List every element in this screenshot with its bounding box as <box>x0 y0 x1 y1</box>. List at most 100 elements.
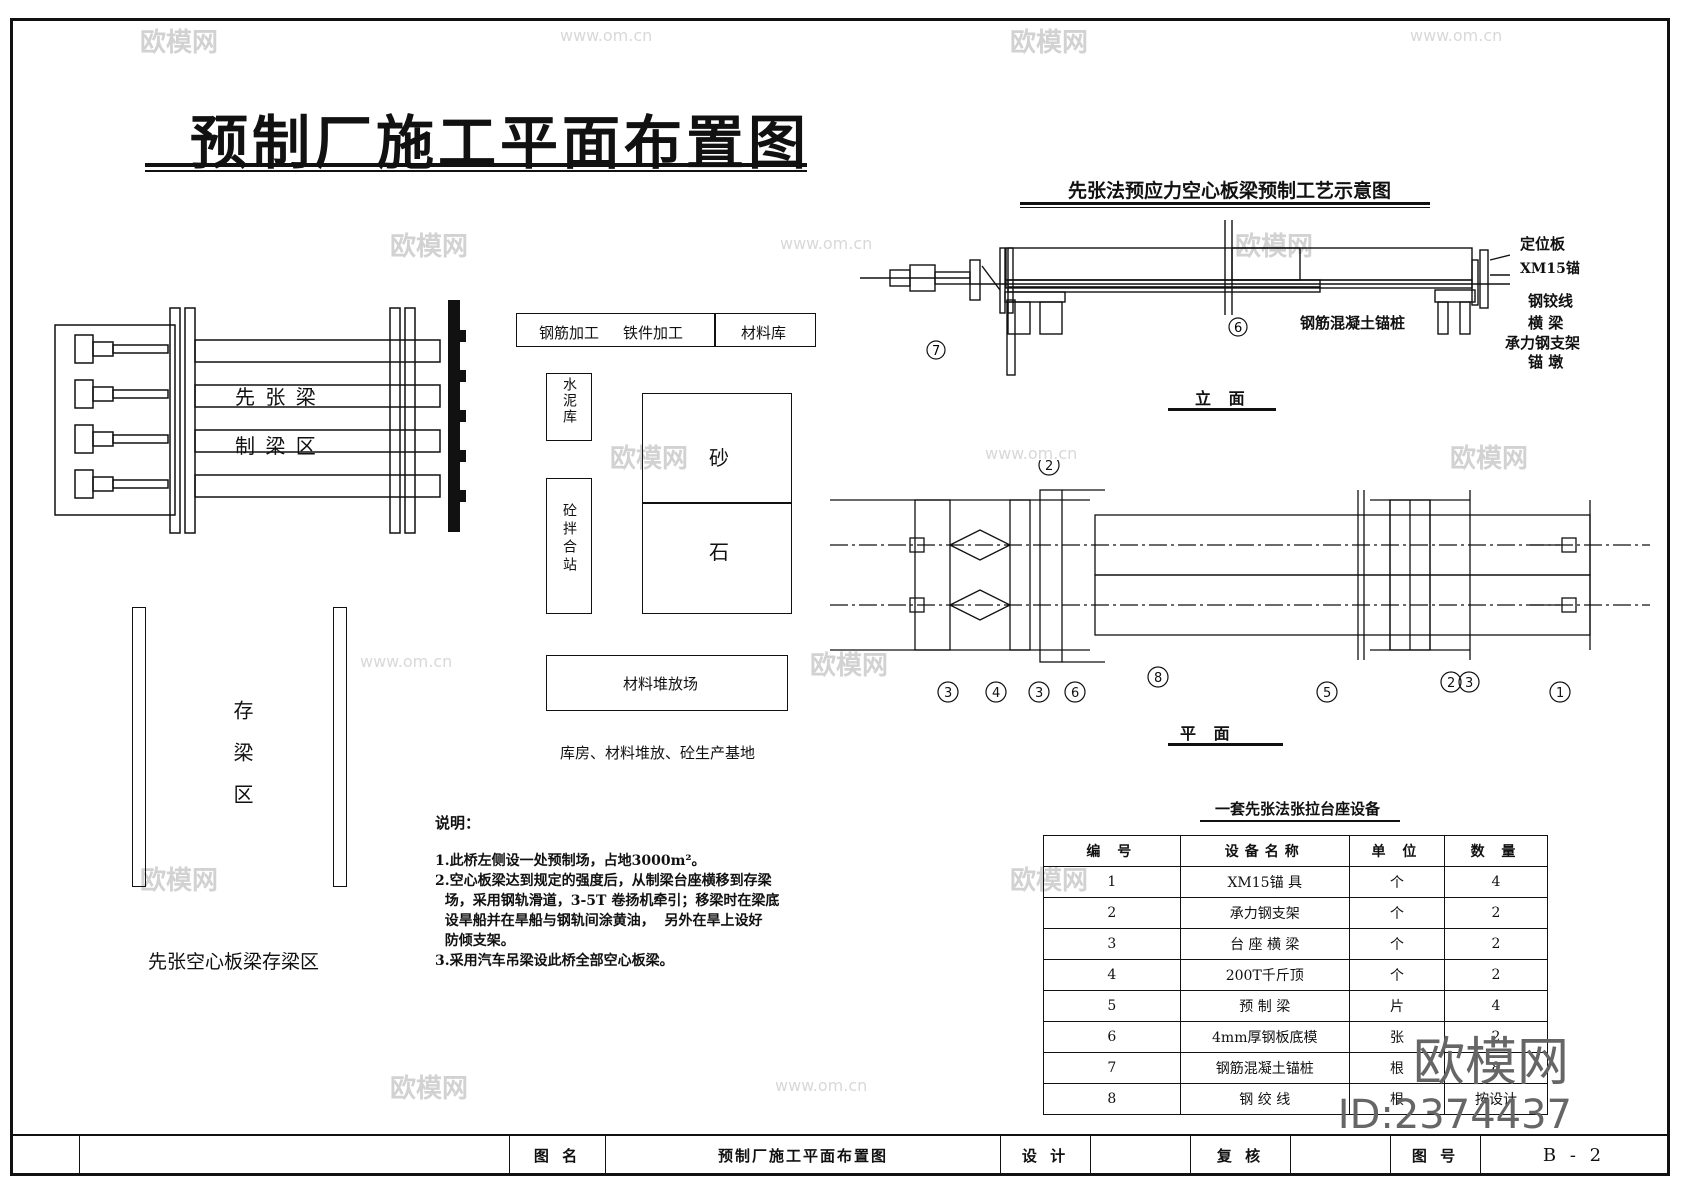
storage-rail-left <box>132 607 146 887</box>
cell: 个 <box>1348 866 1446 898</box>
hollow-slab-left <box>1005 247 1301 281</box>
cell: 2 <box>1043 897 1181 929</box>
cell: 台 座 横 梁 <box>1179 928 1350 960</box>
pretension-zone-label-2: 制 梁 区 <box>235 434 318 458</box>
crossbeam-right <box>389 307 401 534</box>
cell: 1 <box>1043 866 1181 898</box>
cell: 个 <box>1348 959 1446 991</box>
notes-line-6: 3.采用汽车吊梁设此桥全部空心板梁。 <box>435 953 674 969</box>
cell: 根 <box>1348 1083 1446 1115</box>
cement-store-label: 水泥库 <box>561 377 577 425</box>
drawing-frame <box>10 18 1670 1176</box>
cell: 个 <box>1348 928 1446 960</box>
watermark-brand: 欧模网 <box>140 866 219 896</box>
watermark-url: www.om.cn <box>360 652 453 671</box>
cell: 预 制 梁 <box>1179 990 1350 1022</box>
equipment-title: 一套先张法张拉台座设备 <box>1215 800 1381 818</box>
beam-line-2 <box>194 384 441 408</box>
plan-marker: 3 <box>1035 686 1043 701</box>
cell: 片 <box>1348 990 1446 1022</box>
elevation-view-label: 立 面 <box>1195 389 1251 408</box>
cell: 2 <box>1444 959 1548 991</box>
cell: 4 <box>1444 990 1548 1022</box>
notes-line-2: 2.空心板梁达到规定的强度后，从制梁台座横移到存梁 <box>435 873 772 889</box>
beam-line-3 <box>194 429 441 453</box>
positioning-plate <box>1479 249 1489 309</box>
process-title-underline <box>1020 202 1430 205</box>
header-cell: 设备名称 <box>1179 835 1350 867</box>
cement-store: 水泥库 <box>546 373 592 441</box>
elevation-marker-6: 6 <box>1234 321 1242 336</box>
cell: 6 <box>1043 1021 1181 1053</box>
watermark-url: www.om.cn <box>775 1076 868 1095</box>
label-xm15-anchor: XM15锚 <box>1520 261 1580 277</box>
stone-label: 石 <box>709 540 729 564</box>
notes-heading: 说明： <box>435 814 481 832</box>
storage-zone-caption: 先张空心板梁存梁区 <box>148 951 320 973</box>
plan-marker: 3 <box>1465 676 1473 691</box>
notes-line-3: 场，采用钢轨滑道，3-5T 卷扬机牵引；移梁时在梁底 <box>435 893 780 909</box>
watermark-brand: 欧模网 <box>390 1074 469 1104</box>
cell: 按设计 <box>1444 1083 1548 1115</box>
process-title: 先张法预应力空心板梁预制工艺示意图 <box>1068 180 1392 202</box>
plan-slab-1 <box>1094 514 1591 576</box>
label-strand: 钢铰线 <box>1528 292 1574 310</box>
main-title: 预制厂施工平面布置图 <box>190 109 811 177</box>
processing-shed: 钢筋加工 铁件加工 材料库 <box>516 312 816 347</box>
cell: 4 <box>1043 959 1181 991</box>
material-yard: 材料堆放场 <box>546 655 788 711</box>
beam-line-1 <box>194 339 441 363</box>
cell: 4mm厚钢板底模 <box>1179 1021 1350 1053</box>
design-label: 设 计 <box>1000 1136 1090 1175</box>
plan-marker-top: 2 <box>1045 460 1053 474</box>
cell: XM15锚 具 <box>1179 866 1350 898</box>
watermark-url: www.om.cn <box>780 234 873 253</box>
notes-line-4: 设旱船并在旱船与钢轨间涂黄油， 另外在旱上设好 <box>435 913 763 929</box>
label-anchor-pier: 锚 墩 <box>1528 353 1564 371</box>
watermark-brand: 欧模网 <box>140 28 219 58</box>
watermark-brand: 欧模网 <box>1010 28 1089 58</box>
title-underline-thin <box>145 170 807 172</box>
watermark-brand: 欧模网 <box>1450 444 1529 474</box>
pretension-zone-label-1: 先 张 梁 <box>235 385 318 409</box>
storage-rail-right <box>333 607 347 887</box>
base-caption: 库房、材料堆放、砼生产基地 <box>560 744 756 762</box>
pretension-bed-diagram <box>54 300 466 534</box>
watermark-url: www.om.cn <box>985 444 1078 463</box>
header-cell: 数 量 <box>1444 835 1548 867</box>
drawing-number: B - 2 <box>1480 1136 1667 1175</box>
storage-zone-label: 存梁区 <box>230 700 254 826</box>
watermark-url: www.om.cn <box>560 26 653 45</box>
crossbeam <box>999 247 1006 314</box>
label-crossbeam: 横 梁 <box>1528 314 1564 332</box>
iron-processing-label: 铁件加工 <box>623 324 684 342</box>
hollow-slab-right <box>1231 247 1473 281</box>
plan-marker: 3 <box>944 686 952 701</box>
plan-marker: 5 <box>1323 686 1331 701</box>
cell: 钢 绞 线 <box>1179 1083 1350 1115</box>
label-positioning-plate: 定位板 <box>1520 235 1566 253</box>
cell: 200T千斤顶 <box>1179 959 1350 991</box>
cell: 3 <box>1043 928 1181 960</box>
jack-frame-left <box>54 324 176 516</box>
cell: 承力钢支架 <box>1179 897 1350 929</box>
material-store-label: 材料库 <box>741 324 787 342</box>
anchor-pile-left <box>1006 299 1016 376</box>
watermark-url: www.om.cn <box>1410 26 1503 45</box>
drawing-number-label: 图 号 <box>1390 1136 1480 1175</box>
header-cell: 单 位 <box>1348 835 1446 867</box>
material-yard-label: 材料堆放场 <box>623 675 699 693</box>
plan-marker: 8 <box>1154 671 1162 686</box>
cell: 根 <box>1348 1052 1446 1084</box>
elevation-marker-7: 7 <box>932 344 940 359</box>
cell: 2 <box>1444 928 1548 960</box>
steel-processing-label: 钢筋加工 <box>539 324 600 342</box>
watermark-id: ID:2374437 <box>1337 1092 1572 1138</box>
